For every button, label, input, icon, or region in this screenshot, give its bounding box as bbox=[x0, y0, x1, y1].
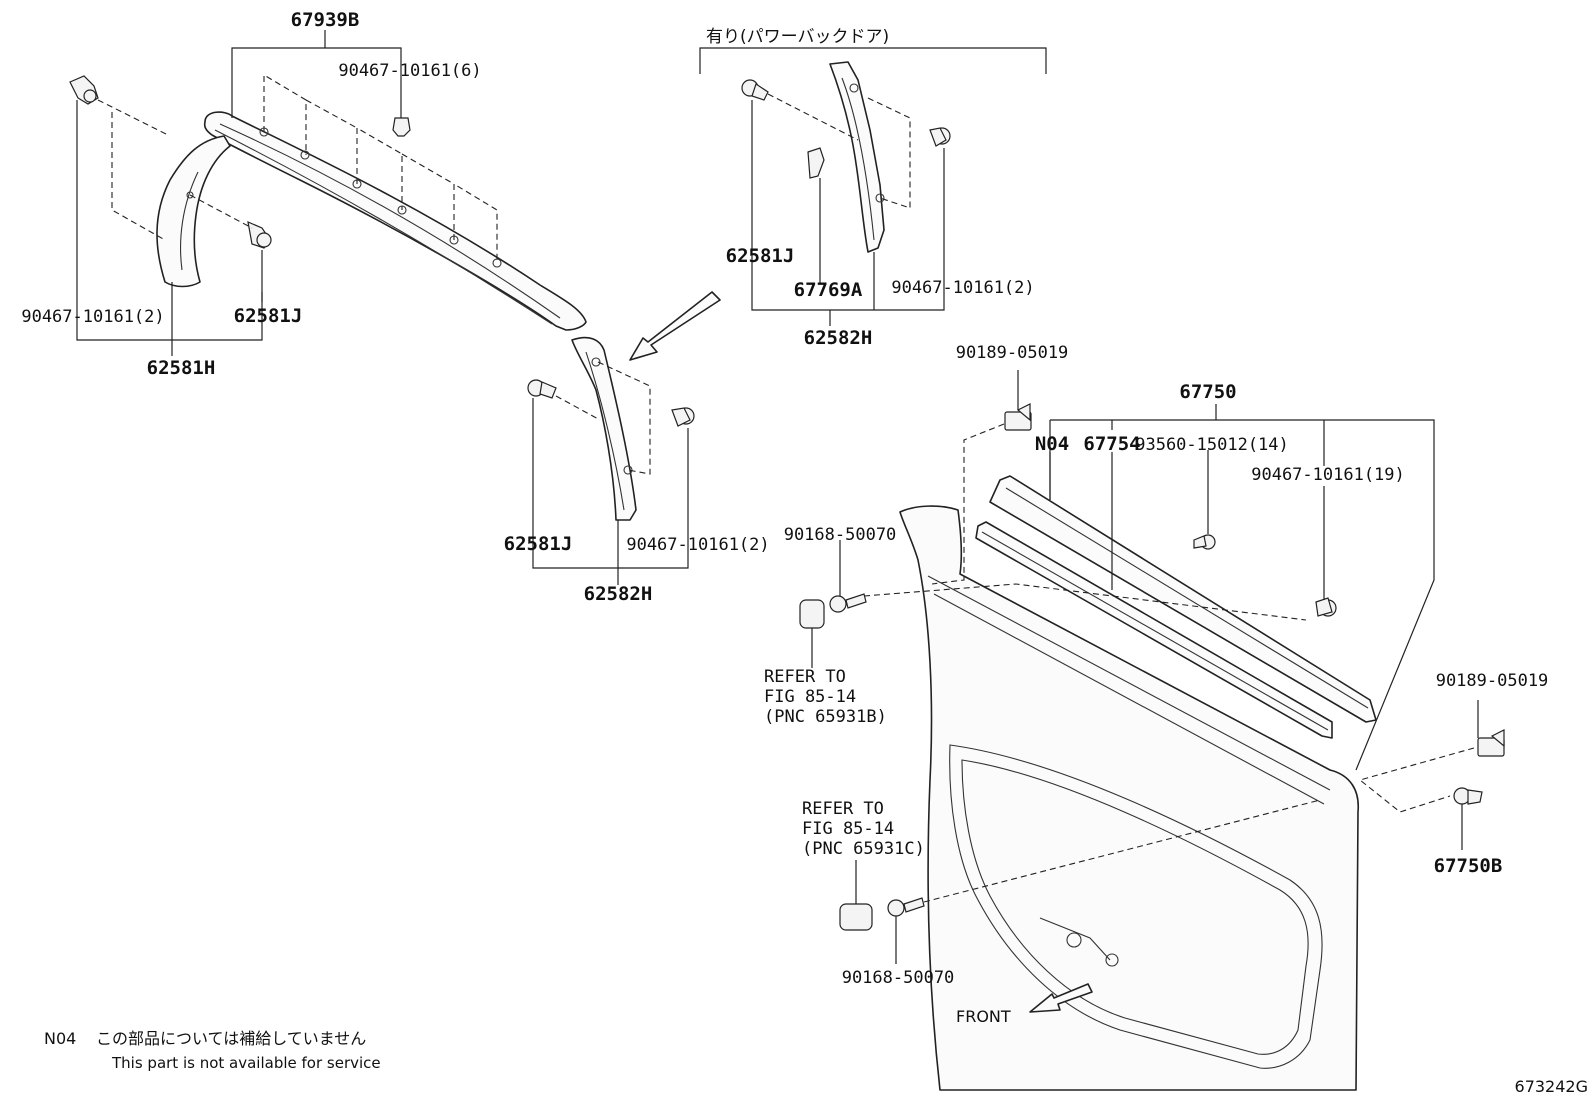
label-90467-2-mid: 90467-10161(2) bbox=[626, 535, 769, 555]
label-93560: 93560-15012(14) bbox=[1135, 435, 1289, 455]
clip-left-bottom-icon bbox=[247, 221, 272, 249]
ref2-line1: REFER TO bbox=[802, 799, 884, 819]
door-trim-board-67750 bbox=[899, 505, 1359, 1091]
clip-90189-top-icon bbox=[1004, 403, 1032, 431]
clip-67750b-icon bbox=[1453, 787, 1483, 805]
clip-right-top-icon bbox=[741, 79, 769, 101]
option-note: 有り(パワーバックドア) bbox=[706, 27, 889, 47]
label-90467-2-right: 90467-10161(2) bbox=[891, 278, 1034, 298]
label-67754: 67754 bbox=[1083, 433, 1140, 455]
clip-mid-right-icon bbox=[671, 407, 695, 427]
label-67750: 67750 bbox=[1179, 381, 1236, 403]
label-n04: N04 bbox=[1035, 433, 1069, 455]
label-90168-top: 90168-50070 bbox=[784, 525, 897, 545]
label-62581j-right: 62581J bbox=[726, 245, 795, 267]
legend-en-text: This part is not available for service bbox=[111, 1054, 381, 1072]
legend-code: N04 bbox=[44, 1029, 76, 1048]
label-62582h-mid: 62582H bbox=[584, 583, 653, 605]
label-62581j-left: 62581J bbox=[234, 305, 303, 327]
power-door-option-group bbox=[527, 47, 1047, 585]
label-90189-top: 90189-05019 bbox=[956, 343, 1069, 363]
clip-90467-6-icon bbox=[392, 108, 411, 137]
legend-jp-text: この部品については補給していません bbox=[96, 1029, 366, 1048]
label-90168-bottom: 90168-50070 bbox=[842, 968, 955, 988]
clip-90189-right-icon bbox=[1477, 729, 1505, 757]
clip-90467-19-icon bbox=[1315, 597, 1337, 617]
pillar-garnish-62581h bbox=[156, 135, 231, 288]
ref2-line2: FIG 85-14 bbox=[802, 819, 894, 839]
label-67750b: 67750B bbox=[1434, 855, 1503, 877]
callout-labels: 67939B 90467-10161(6) 90467-10161(2) 625… bbox=[21, 9, 1588, 1096]
label-90467-19: 90467-10161(19) bbox=[1251, 465, 1405, 485]
ref1-line3: (PNC 65931B) bbox=[764, 707, 887, 727]
screw-90168-top-icon bbox=[829, 593, 867, 613]
front-label: FRONT bbox=[956, 1007, 1011, 1026]
cover-ref-65931c-icon bbox=[839, 903, 873, 931]
ref1-line1: REFER TO bbox=[764, 667, 846, 687]
label-62581h: 62581H bbox=[147, 357, 216, 379]
label-62581j-mid: 62581J bbox=[504, 533, 573, 555]
label-67939b: 67939B bbox=[291, 9, 360, 31]
front-arrow-icon bbox=[1029, 983, 1093, 1013]
label-90467-2-left: 90467-10161(2) bbox=[21, 307, 164, 327]
label-67769a: 67769A bbox=[794, 279, 863, 301]
cover-ref-65931b-icon bbox=[799, 599, 825, 629]
figure-id: 673242G bbox=[1515, 1077, 1588, 1096]
ref1-line2: FIG 85-14 bbox=[764, 687, 856, 707]
pointer-arrow bbox=[629, 291, 721, 361]
cover-67769a-icon bbox=[807, 147, 825, 179]
label-62582h-top: 62582H bbox=[804, 327, 873, 349]
back-door-trim-group bbox=[799, 370, 1505, 1091]
clip-mid-left-icon bbox=[527, 379, 557, 399]
clip-93560-icon bbox=[1193, 534, 1216, 550]
roof-garnish-67939b bbox=[203, 111, 587, 331]
label-90467-6: 90467-10161(6) bbox=[338, 61, 481, 81]
label-90189-right: 90189-05019 bbox=[1436, 671, 1549, 691]
clip-right-side-icon bbox=[929, 127, 951, 147]
pillar-garnish-62582h bbox=[571, 336, 637, 521]
screw-90168-bottom-icon bbox=[887, 897, 925, 917]
garnish-group-left bbox=[69, 30, 587, 356]
ref2-line3: (PNC 65931C) bbox=[802, 839, 925, 859]
clip-left-top-icon bbox=[69, 75, 99, 105]
